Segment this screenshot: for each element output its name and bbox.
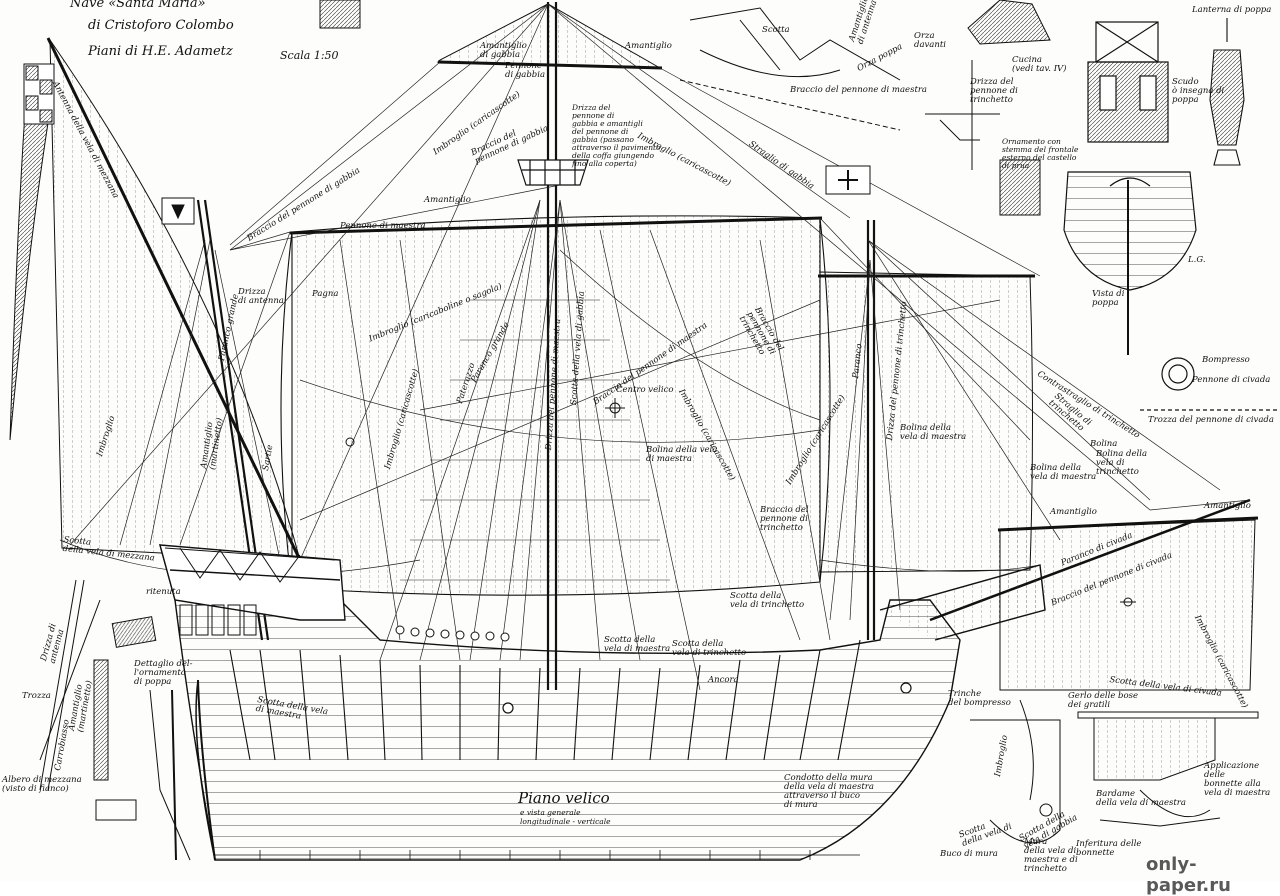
galley-detail: [967, 0, 1051, 45]
watermark: only-paper.ru: [1146, 854, 1231, 896]
label-bolina-maestra-c: Bolina della vela di maestra: [1030, 463, 1097, 482]
drawing-subtitle: e vista generale longitudinale - vertica…: [520, 808, 611, 826]
hawse-holes: [502, 682, 912, 714]
label-orza-davanti: Orza davanti: [914, 31, 946, 50]
label-amantiglio-fore: Amantiglio: [1204, 501, 1251, 511]
label-lg: L.G.: [1188, 255, 1206, 265]
label-drizza-pennone-gabbia: Drizza del pennone di gabbia e amantigli…: [572, 103, 661, 168]
stern-castle-windows: [164, 547, 336, 636]
hull-ribs: [229, 639, 861, 761]
label-ornamento-stemma: Ornamento con stemma del frontale estern…: [1002, 137, 1079, 170]
label-drizza-pennone-trinchetto: Drizza del pennone di trinchetto: [970, 77, 1018, 105]
label-trozza-civada: Trozza del pennone di civada: [1148, 415, 1274, 425]
tack-detail: [970, 699, 1061, 844]
label-scotta-maestra-b: Scotta della vela di maestra: [604, 635, 671, 654]
label-amantiglio-top: Amantiglio: [625, 41, 672, 51]
yard-detail: [679, 7, 901, 131]
label-applicazione-bonnette: Applicazione delle bonnette alla vela di…: [1204, 761, 1271, 798]
label-scotta-trinchetto: Scotta della vela di trinchetto: [672, 639, 747, 658]
label-scotta-top: Scotta: [762, 25, 790, 35]
label-braccio-trinchetto-b: Braccio del pennone di trinchetto: [760, 505, 809, 533]
deadeyes: [395, 625, 510, 642]
label-bompresso: Bompresso: [1202, 355, 1250, 365]
flags: [161, 0, 871, 225]
bowsprit-detail: [1140, 357, 1280, 411]
label-dettaglio-poppa: Dettaglio del- l'ornamento di poppa: [134, 659, 193, 687]
ship-name: Nave «Santa Maria»: [70, 0, 206, 11]
label-braccio-maestra-top: Braccio del pennone di maestra: [790, 85, 928, 95]
label-pennone-civada: Pennone di civada: [1192, 375, 1271, 385]
rudder: [171, 679, 216, 861]
label-bolina-maestra: Bolina della vela di maestra: [646, 445, 718, 464]
label-ancora: Ancora: [708, 675, 739, 685]
label-inferitura-bonnette: Inferitura delle bonnette: [1076, 839, 1142, 858]
drawing-title: Piano velico: [518, 789, 610, 807]
foremast-halyard-detail: [925, 60, 1000, 170]
label-scotta-trinchetto-b: Scotta della vela di trinchetto: [730, 591, 805, 610]
label-cucina: Cucina (vedi tav. IV): [1012, 55, 1067, 74]
label-bolina-maestra-b: Bolina della vela di maestra: [900, 423, 967, 442]
label-mura-vela: Mura della vela di maestra e di trinchet…: [1024, 837, 1078, 874]
stern-view: [1063, 21, 1197, 355]
label-vista-poppa: Vista di poppa: [1092, 289, 1125, 308]
label-gerlo-bose: Gerlo delle bose dei gratili: [1068, 691, 1139, 710]
label-lanterna-poppa: Lanterna di poppa: [1192, 5, 1272, 15]
label-bolina: Bolina: [1090, 439, 1118, 449]
label-bolina-trinchetto: Bolina della vela di trinchetto: [1096, 449, 1148, 477]
center-marks: [345, 398, 1136, 607]
label-condotto-mura: Condotto della mura della vela di maestr…: [784, 773, 874, 810]
plans-line: Piani di H.E. Adametz: [88, 44, 233, 59]
label-pennone-maestra: Pennone di maestra: [340, 221, 426, 231]
label-buco-mura: Buco di mura: [940, 849, 998, 859]
label-pagna: Pagna: [312, 289, 339, 299]
scale-label: Scala 1:50: [280, 49, 339, 62]
label-amantiglio-mid: Amantiglio: [424, 195, 471, 205]
stern-lantern: [1209, 18, 1245, 166]
label-albero-mezzana: Albero di mezzana (visto di fianco): [2, 775, 82, 794]
label-pennone-gabbia: Pennone di gabbia: [505, 61, 546, 80]
label-trozza: Trozza: [22, 691, 51, 701]
label-bardame: Bardame della vela di maestra: [1096, 789, 1186, 808]
label-drizza-antenna: Drizza di antenna: [238, 287, 284, 306]
label-scudo-insegna: Scudo ò insegna di poppa: [1172, 77, 1225, 105]
label-amantiglio-right: Amantiglio: [1050, 507, 1097, 517]
label-centro-velico: Centro velico: [616, 385, 674, 395]
label-ritenuta: ritenuta: [146, 587, 181, 597]
bonnet-detail: [1077, 711, 1259, 827]
keel-scale: [215, 850, 860, 860]
label-amantiglio-gabbia: Amantiglio di gabbia: [480, 41, 527, 60]
label-trinche-bompresso: Trinche del bompresso: [948, 689, 1011, 708]
mizzen-side-detail: [39, 579, 191, 861]
author-line: di Cristoforo Colombo: [88, 18, 234, 33]
main-top: [517, 159, 589, 186]
main-shrouds: [400, 299, 670, 581]
mizzen-pennant: [9, 63, 55, 441]
rigging: [59, 3, 1251, 691]
yards: [46, 37, 1259, 561]
hull: [159, 544, 1046, 861]
arms-ornament: [999, 159, 1041, 216]
